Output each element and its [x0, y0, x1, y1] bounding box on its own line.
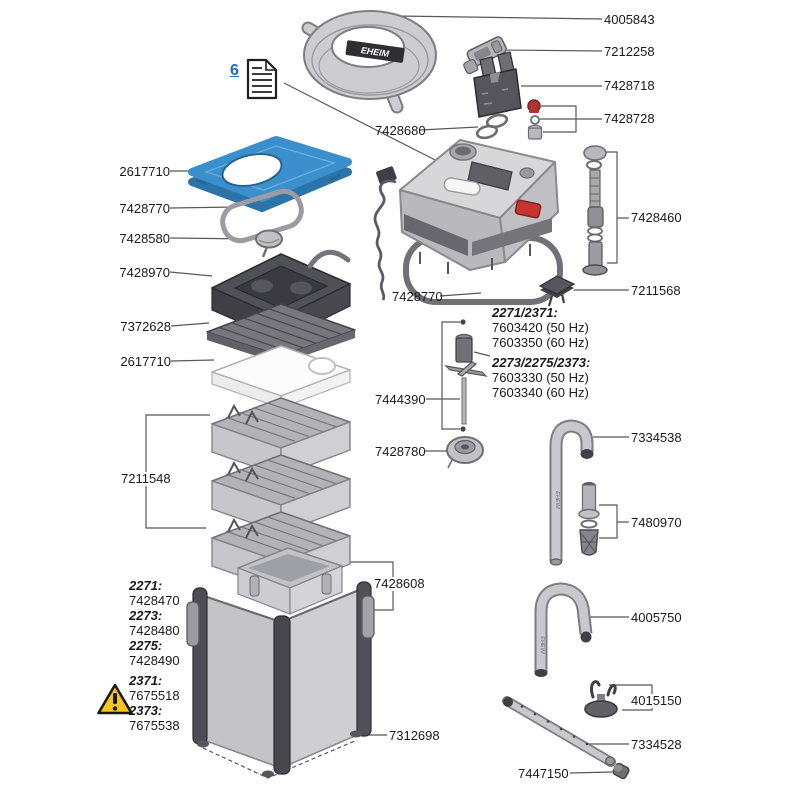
canister-variant-part: 7428490 [129, 653, 180, 668]
label-canister-foot: 7312698 [389, 728, 440, 743]
label-spray-bar: 7334528 [631, 737, 682, 752]
canister [186, 547, 375, 779]
canister-variant-model: 2275: [129, 638, 163, 653]
leader-lid-seal [169, 206, 237, 209]
canister-foot [197, 740, 209, 748]
canister-variant-part: 7428480 [129, 623, 180, 638]
svg-text:EHEIM: EHEIM [539, 636, 545, 654]
label-grid-plate: 7372628 [120, 319, 171, 334]
label-impeller: 7444390 [375, 392, 426, 407]
leader-end-cap [569, 771, 613, 774]
canister-clip-right [361, 595, 375, 639]
cover-handle [307, 249, 351, 269]
shaft-assembly [582, 145, 608, 276]
label-motor-seal: 7428770 [392, 289, 443, 304]
leader-shaft-bracket [605, 151, 629, 264]
label-vent-clip: 7428580 [119, 231, 170, 246]
label-suction-cup: 4015150 [629, 693, 684, 708]
canister-variant-model: 2373: [129, 703, 163, 718]
filter-baskets [211, 397, 351, 592]
leader-clamp [499, 49, 603, 52]
double-tap-valve [473, 51, 522, 118]
label-intake-pipe: 7334538 [631, 430, 682, 445]
label-lid: 2617710 [119, 164, 170, 179]
label-adapter: 7211568 [631, 283, 681, 298]
canister-clip-left [186, 601, 200, 647]
leader-o-rings [419, 126, 479, 131]
priming-button [514, 199, 542, 219]
label-outlet-elbow: 4005750 [631, 610, 682, 625]
vent-clip [255, 229, 283, 258]
label-pump-head-cover: 7428970 [119, 265, 170, 280]
canister-variants-block: 2271: 7428470 2273: 7428480 2275: 742849… [129, 578, 180, 733]
label-o-rings: 7428680 [375, 123, 426, 138]
svg-text:EHEIM: EHEIM [554, 491, 560, 509]
label-hose: 4005843 [604, 12, 655, 27]
hose-clamp [463, 36, 507, 75]
canister-foot [262, 770, 274, 778]
label-strainer: 7480970 [631, 515, 682, 530]
label-pump-cover: 7428780 [375, 444, 426, 459]
leader-grid-plate [170, 322, 210, 327]
impeller-group2-part: 7603340 (60 Hz) [492, 385, 589, 400]
label-lid-seal: 7428770 [119, 201, 170, 216]
leader-filter-pad [170, 359, 215, 362]
leader-impeller [426, 321, 491, 430]
label-canister-gasket: 7428608 [372, 576, 427, 591]
end-cap [612, 762, 630, 780]
svg-text:EHEIM: EHEIM [360, 45, 390, 59]
impeller-pin-top [460, 319, 466, 325]
leader-hose [396, 15, 603, 20]
impeller-pin-bottom [460, 426, 466, 432]
canister-foot [350, 730, 362, 738]
canister-variant-model: 2273: [129, 608, 163, 623]
tap-fittings [527, 99, 543, 140]
impeller-group1-part: 7603420 (50 Hz) [492, 320, 589, 335]
hose-coil: EHEIM [301, 10, 437, 114]
label-shaft-assembly: 7428460 [631, 210, 682, 225]
leader-strainer-bracket [599, 504, 629, 539]
hose-brand-band: EHEIM [345, 40, 405, 63]
label-filter-pad: 2617710 [120, 354, 171, 369]
spray-bar [502, 696, 616, 767]
impeller-group2-models: 2273/2275/2373: [492, 355, 591, 370]
motor-head [373, 139, 563, 305]
label-hose-clamp: 7212258 [604, 44, 655, 59]
leader-pump-head-cover [169, 271, 213, 277]
manual-ref-number[interactable]: 6 [230, 62, 239, 79]
intake-pipe: EHEIM [549, 419, 594, 566]
impeller-group2-part: 7603330 (50 Hz) [492, 370, 589, 385]
o-rings [475, 113, 509, 140]
impeller-assembly [444, 333, 488, 425]
label-tap-fittings: 7428728 [604, 111, 655, 126]
canister-variant-model: 2271: [129, 578, 163, 593]
inner-media-container [237, 547, 343, 615]
impeller-group1-part: 7603350 (60 Hz) [492, 335, 589, 350]
leader-lines [145, 15, 653, 774]
strainer-set [578, 482, 600, 556]
label-double-tap: 7428718 [604, 78, 655, 93]
canister-variant-model: 2371: [129, 673, 163, 688]
leader-baskets-bracket [145, 414, 210, 529]
canister-variant-part: 7675518 [129, 688, 180, 703]
impeller-group1-models: 2271/2371: [492, 305, 558, 320]
filter-pad [211, 345, 351, 409]
label-filter-baskets: 7211548 [119, 471, 173, 486]
leader-manual [283, 82, 446, 166]
pump-cover-disc [446, 436, 484, 469]
leader-tap-fittings [540, 105, 602, 133]
power-cord [373, 179, 397, 301]
filter-lid [188, 136, 352, 212]
manual-document-icon[interactable] [246, 58, 278, 100]
adapter-plate [538, 275, 576, 307]
canister-variant-part: 7428470 [129, 593, 180, 608]
warning-icon [97, 683, 133, 715]
outlet-elbow: EHEIM [534, 582, 593, 677]
label-end-cap: 7447150 [518, 766, 569, 781]
canister-variant-part: 7675538 [129, 718, 180, 733]
impeller-variants-block: 2271/2371: 7603420 (50 Hz) 7603350 (60 H… [492, 305, 590, 400]
suction-cup [584, 680, 618, 718]
leader-motor-seal [439, 292, 482, 297]
